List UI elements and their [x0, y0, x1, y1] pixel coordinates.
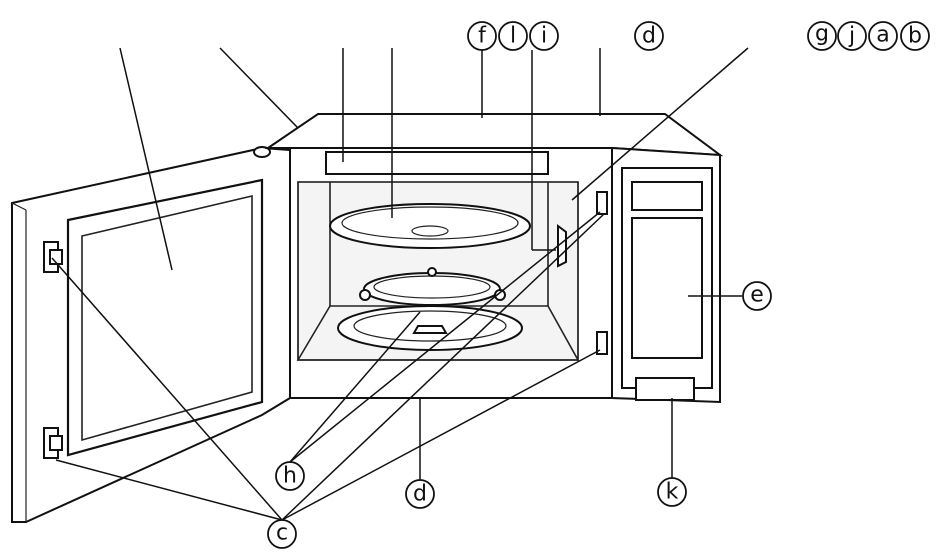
label-i-circle [529, 21, 559, 51]
label-i-text: i [541, 24, 547, 49]
label-k-text: k [666, 480, 679, 505]
label-e-text: e [750, 283, 764, 308]
upper-rack-rim [341, 206, 519, 240]
glass-turntable-rim [353, 310, 507, 342]
latch-slot-lower [596, 331, 608, 355]
label-a-text: a [876, 23, 889, 48]
label-f-text: f [478, 24, 487, 49]
label-c-text: c [276, 521, 288, 546]
label-j-text: j [848, 24, 855, 49]
roller-wheel-left [359, 289, 371, 301]
door-release-button [635, 377, 695, 401]
leader-door-window [119, 47, 173, 271]
leader-c-slot-lower [281, 349, 601, 521]
label-j-circle [837, 21, 867, 51]
roller-wheel-right [494, 289, 506, 301]
label-f-circle [467, 21, 497, 51]
label-c-circle [267, 519, 297, 549]
label-j: j [837, 21, 867, 51]
leader-lines [51, 47, 749, 521]
label-d-top-circle [634, 21, 664, 51]
labels: f l i d g j a b [267, 21, 930, 549]
label-d-top-text: d [642, 24, 656, 49]
cabinet [264, 113, 724, 404]
label-h-circle [275, 461, 305, 491]
label-i: i [529, 21, 559, 51]
label-a: a [868, 21, 898, 51]
label-b-circle [900, 21, 930, 51]
turntable-coupler [412, 325, 448, 334]
label-k: k [657, 477, 687, 507]
roller-ring [363, 272, 501, 306]
display-window [631, 181, 703, 211]
label-l-text: l [510, 24, 516, 49]
label-a-circle [868, 21, 898, 51]
label-l-circle [498, 21, 528, 51]
label-d-bottom-text: d [413, 482, 427, 507]
label-d-bottom: d [405, 479, 435, 509]
label-f: f [467, 21, 497, 51]
label-e-circle [742, 281, 772, 311]
door-hinge [253, 146, 271, 158]
waveguide-cover [557, 224, 567, 268]
upper-rack-center [411, 225, 449, 237]
door-inner-frame [66, 178, 264, 457]
label-h-text: h [283, 464, 297, 489]
label-h: h [275, 461, 305, 491]
door-latch-hook-lower-tip [49, 435, 63, 451]
label-g-circle [807, 21, 837, 51]
door [11, 146, 291, 523]
leader-h-latch-upper [289, 211, 601, 463]
label-c: c [267, 519, 297, 549]
leader-c-hook-upper [51, 257, 283, 521]
leader-g-j-a-b [571, 47, 749, 201]
label-k-circle [657, 477, 687, 507]
label-d-top: d [634, 21, 664, 51]
leader-hinge [219, 47, 299, 129]
label-g-text: g [815, 22, 829, 47]
door-outer-frame [11, 146, 291, 523]
latch-slot-upper [596, 191, 608, 215]
label-e: e [742, 281, 772, 311]
label-l: l [498, 21, 528, 51]
door-latch-hook-upper-tip [49, 249, 63, 265]
door-window [81, 194, 253, 442]
label-b: b [900, 21, 930, 51]
grill-heater-strip [325, 151, 549, 175]
leader-h-tray [289, 311, 421, 463]
roller-wheel-back [427, 267, 437, 277]
leader-c-hook-lower [55, 459, 283, 521]
label-d-bottom-circle [405, 479, 435, 509]
label-g: g [807, 21, 837, 51]
control-keypad [631, 217, 703, 359]
label-b-text: b [908, 24, 922, 49]
leader-c-slot-upper [281, 213, 605, 521]
door-edge [11, 202, 27, 211]
